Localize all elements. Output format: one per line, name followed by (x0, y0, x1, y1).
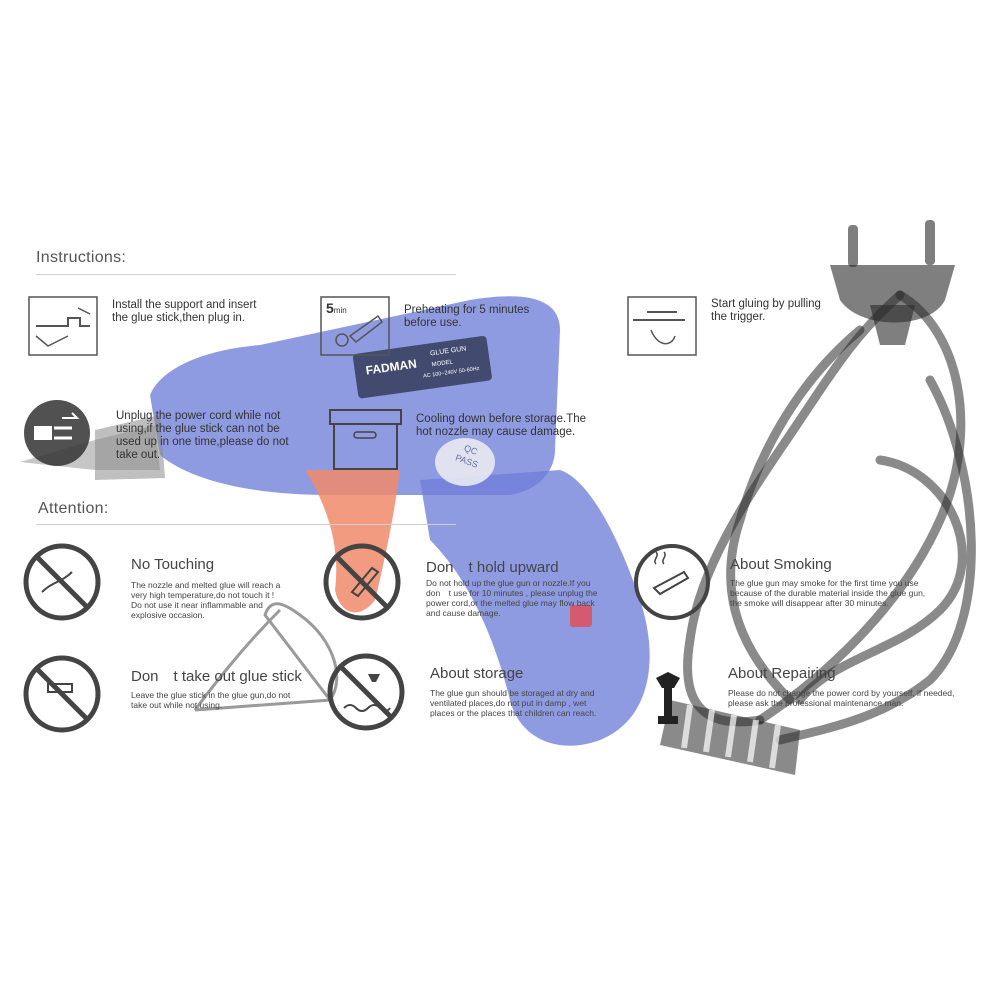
storage-body: The glue gun should be storaged at dry a… (430, 688, 597, 718)
preheat-badge: 5min (326, 300, 347, 316)
no-take-out-title: Don t take out glue stick (131, 668, 302, 685)
model-name-text: GLUE GUN (429, 345, 467, 358)
model-line-text: MODEL (431, 359, 454, 369)
no-upward-body: Do not hold up the glue gun or nozzle.If… (426, 578, 598, 618)
step-install-text: Install the support and insert the glue … (112, 299, 257, 324)
repair-icon (656, 672, 680, 724)
smoking-body: The glue gun may smoke for the first tim… (730, 578, 926, 608)
no-touching-body: The nozzle and melted glue will reach a … (131, 580, 281, 620)
no-touching-title: No Touching (131, 556, 215, 573)
brand-text: FADMAN (364, 356, 418, 378)
repair-body: Please do not change the power cord by y… (728, 688, 955, 708)
unplug-icon (24, 400, 90, 466)
attention-heading: Attention: (38, 500, 109, 517)
preheat-icon (320, 296, 390, 356)
no-upward-icon (323, 543, 401, 621)
repair-title: About Repairing (728, 665, 836, 682)
no-upward-title: Don t hold upward (426, 559, 559, 576)
smoking-title: About Smoking (730, 556, 832, 573)
instructions-underline (36, 274, 456, 275)
step-preheat-text: Preheating for 5 minutes before use. (404, 304, 530, 329)
storage-box-icon (329, 409, 402, 470)
storage-title: About storage (430, 665, 524, 682)
no-take-out-body: Leave the glue stick in the glue gun,do … (131, 690, 291, 710)
trigger-icon (627, 296, 697, 356)
step-unplug-text: Unplug the power cord while not using,if… (116, 410, 289, 461)
install-icon (28, 296, 98, 356)
smoking-icon (634, 544, 710, 620)
no-take-out-icon (23, 655, 101, 733)
step-storage-text: Cooling down before storage.The hot nozz… (416, 413, 587, 438)
no-touching-icon (23, 543, 101, 621)
step-trigger-text: Start gluing by pulling the trigger. (711, 298, 821, 323)
storage-icon (327, 653, 405, 731)
instructions-heading: Instructions: (36, 249, 127, 266)
attention-underline (36, 524, 456, 525)
